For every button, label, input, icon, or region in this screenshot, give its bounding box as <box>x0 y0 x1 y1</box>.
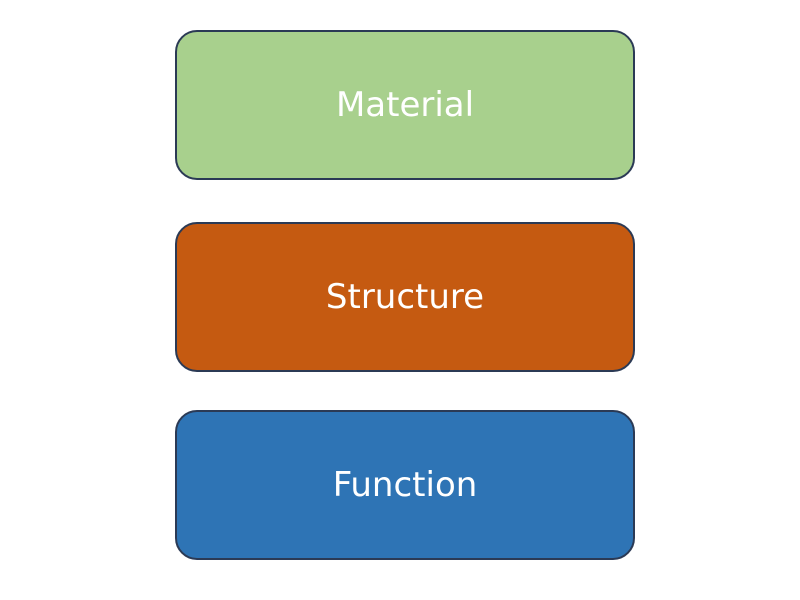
function-label: Function <box>332 465 478 505</box>
function-box: Function <box>175 410 635 560</box>
structure-box: Structure <box>175 222 635 372</box>
material-label: Material <box>335 85 475 125</box>
material-box: Material <box>175 30 635 180</box>
structure-label: Structure <box>325 277 485 317</box>
